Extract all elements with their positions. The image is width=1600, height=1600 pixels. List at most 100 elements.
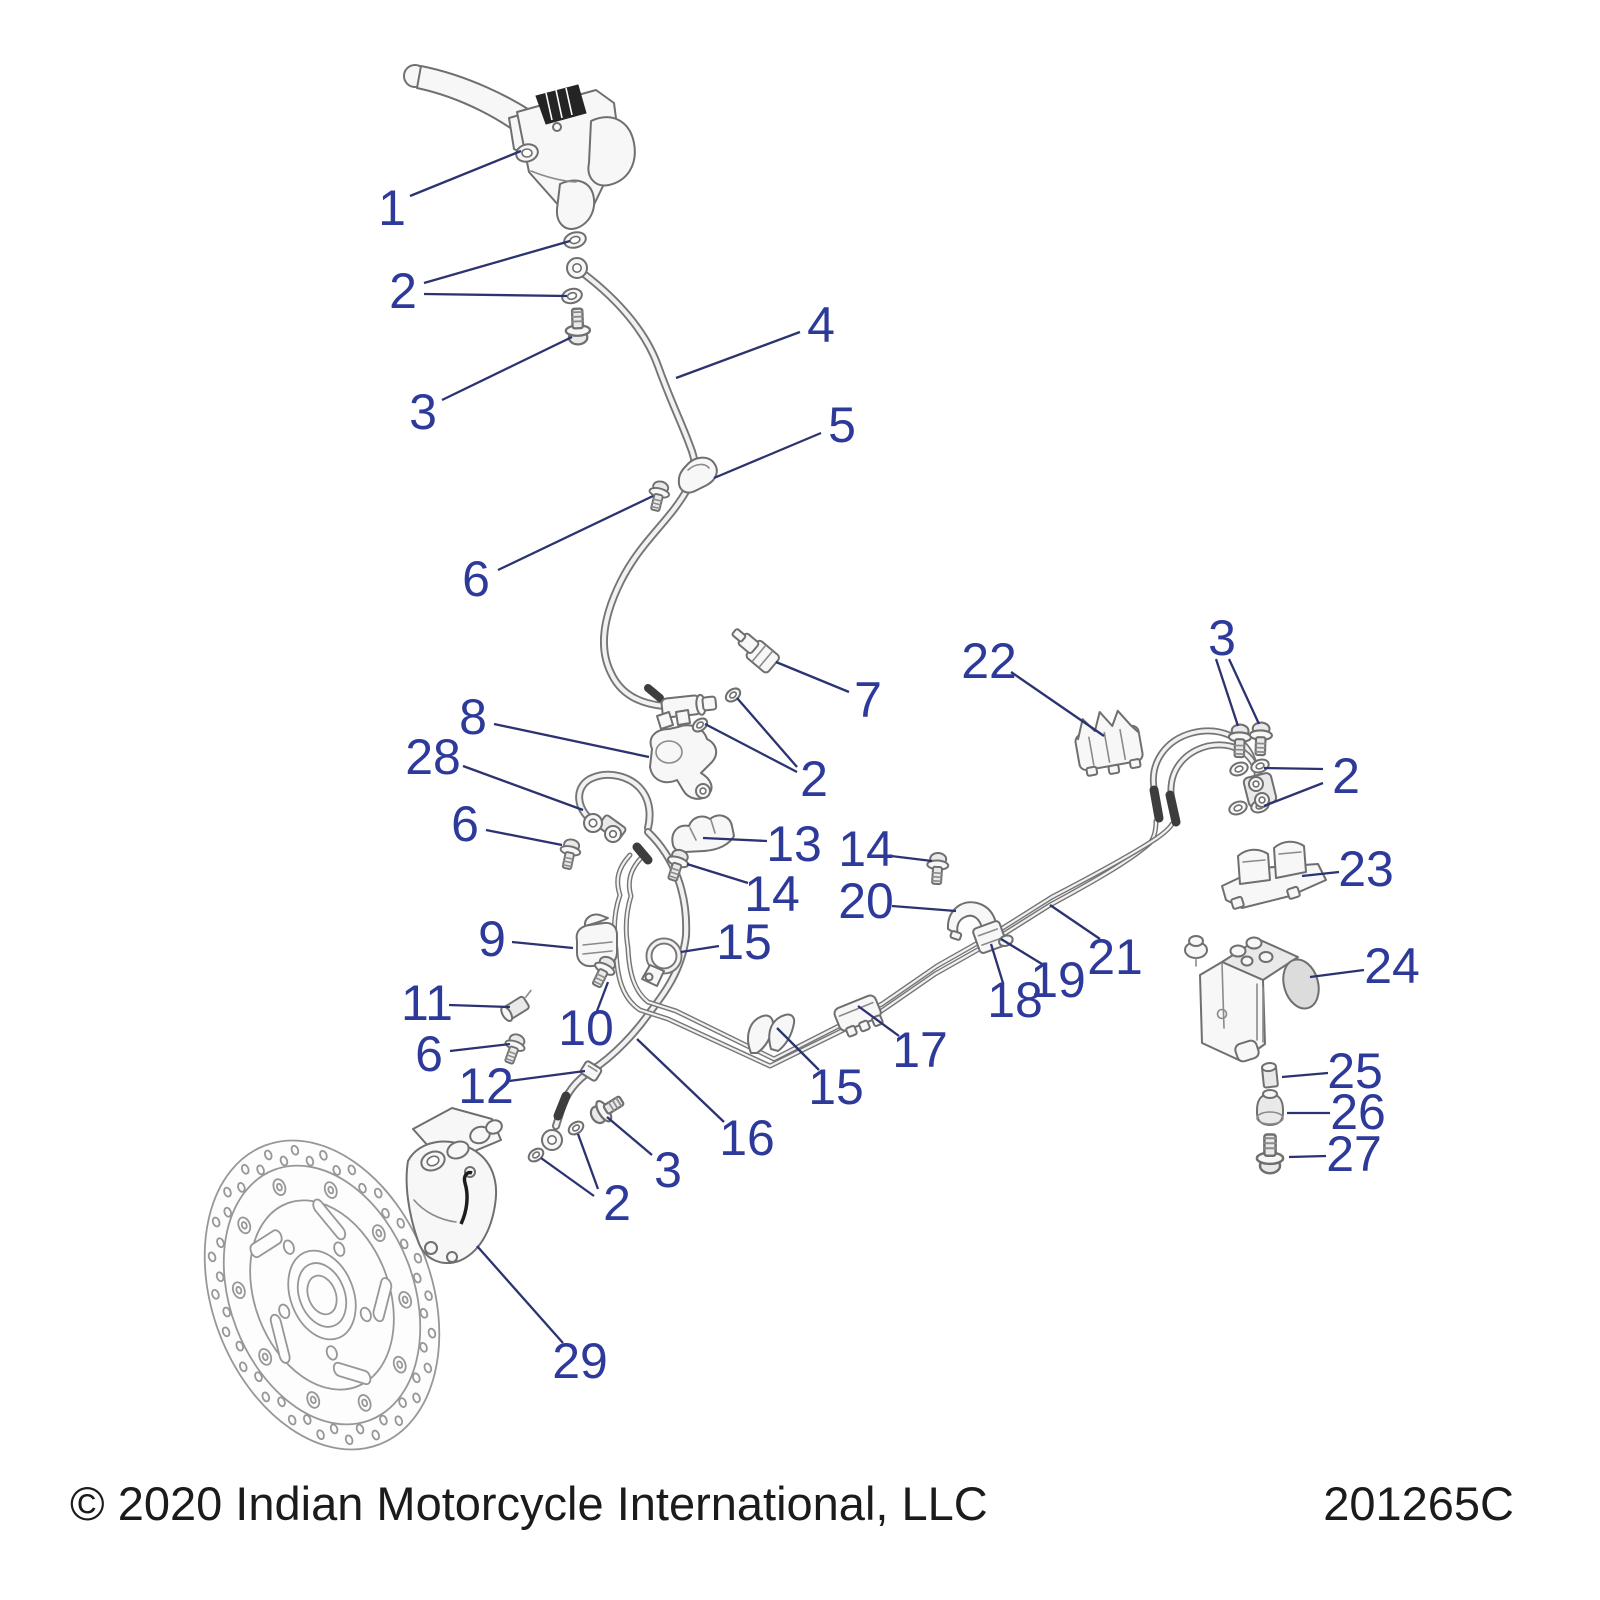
callout-label-24: 24 [1364,938,1420,994]
pressure-fitting-7 [731,628,780,674]
bolt [504,1033,526,1065]
caliper-logo-script [459,1170,473,1225]
part-number: 201265C [1323,1477,1514,1530]
braided-sleeve [1165,790,1181,827]
callout-label-20: 20 [838,873,894,929]
bolt [926,851,950,886]
callout-label-27: 27 [1326,1126,1382,1182]
p-clamp-15 [641,937,683,987]
callout-leader-line [448,1003,511,1009]
clip-12 [579,1060,603,1082]
callout-leader-line [409,149,522,198]
spacer-25 [1260,1062,1279,1089]
callout-label-28: 28 [405,729,461,785]
callout-leader-line [1227,658,1261,725]
callout-leader-line [508,1069,586,1083]
callout-label-13: 13 [766,816,822,872]
callout-label-8: 8 [459,689,487,745]
callout-label-6: 6 [462,551,490,607]
clip-15b [747,1013,796,1054]
clip-9 [575,913,618,968]
brake-caliper [405,1107,503,1264]
sight-glass [535,84,587,125]
bracket-23 [1221,840,1327,910]
clip-17 [833,994,884,1038]
hose-clip-5 [677,456,718,494]
callout-label-18: 18 [987,972,1043,1028]
callout-label-5: 5 [828,397,856,453]
callout-leader-line [702,836,768,843]
bolt [591,955,616,989]
abs-module [1184,935,1320,1063]
callout-leader-line [1049,904,1101,940]
callout-leader-line [441,335,573,402]
callout-label-15: 15 [716,914,772,970]
bolt [559,838,582,870]
callout-label-2: 2 [800,751,828,807]
callout-leader-line [857,1005,900,1037]
callout-label-4: 4 [807,297,835,353]
callout-leader-line [890,854,933,863]
callout-label-16: 16 [719,1110,775,1166]
bolt [666,848,690,882]
callout-label-2: 2 [1332,748,1360,804]
leader-lines [409,149,1365,1344]
callout-label-12: 12 [458,1058,514,1114]
callout-leader-line [713,431,822,480]
callout-leader-line [485,828,563,847]
bolts [504,307,1285,1175]
callout-leader-line [1263,766,1324,771]
callout-label-10: 10 [558,1000,614,1056]
callout-label-29: 29 [552,1333,608,1389]
callout-leader-line [423,292,568,298]
callout-leader-line [606,1116,653,1156]
callout-leader-line [1288,1154,1327,1159]
callout-label-6: 6 [415,1026,443,1082]
callout-label-1: 1 [378,180,406,236]
callout-leader-line [891,904,957,913]
callout-label-6: 6 [451,796,479,852]
callout-leader-line [636,1038,725,1123]
callout-leader-line [1010,671,1105,737]
callout-leader-line [704,722,798,774]
callout-leader-line [989,943,1005,984]
callout-leader-line [1309,968,1365,979]
callout-label-3: 3 [409,384,437,440]
callout-leader-line [511,940,574,950]
union-block-8 [649,709,718,800]
callout-leader-line [675,330,801,380]
callout-leader-line [1263,781,1324,808]
callout-leader-line [680,944,720,954]
bolt [1248,721,1273,757]
callout-leader-line [462,764,584,812]
abs-motor-dome [1282,958,1320,1010]
callout-label-2: 2 [603,1175,631,1231]
callout-label-21: 21 [1087,929,1143,985]
callout-label-2: 2 [389,263,417,319]
callout-label-22: 22 [961,633,1017,689]
callout-leader-line [595,981,610,1012]
callout-leader-line [449,1042,511,1053]
brake-rotor [162,1106,481,1483]
callout-label-3: 3 [1208,610,1236,666]
callout-label-19: 19 [1030,952,1086,1008]
callout-leader-line [1281,1071,1329,1079]
callout-label-7: 7 [854,672,882,728]
braided-sleeve [1149,785,1164,823]
callout-leader-line [423,239,571,285]
bolt [1227,723,1252,759]
callout-leader-line [493,722,650,759]
braided-sleeve [632,842,653,865]
callout-leader-line [736,697,798,768]
callout-label-15: 15 [808,1059,864,1115]
callout-label-14: 14 [744,866,800,922]
braided-sleeve [553,1091,571,1121]
callout-label-11: 11 [401,975,453,1031]
hose-sleeves [553,684,1181,1121]
grommet-26 [1256,1089,1284,1126]
callout-leader-line [775,660,850,694]
bolt [589,1095,625,1125]
